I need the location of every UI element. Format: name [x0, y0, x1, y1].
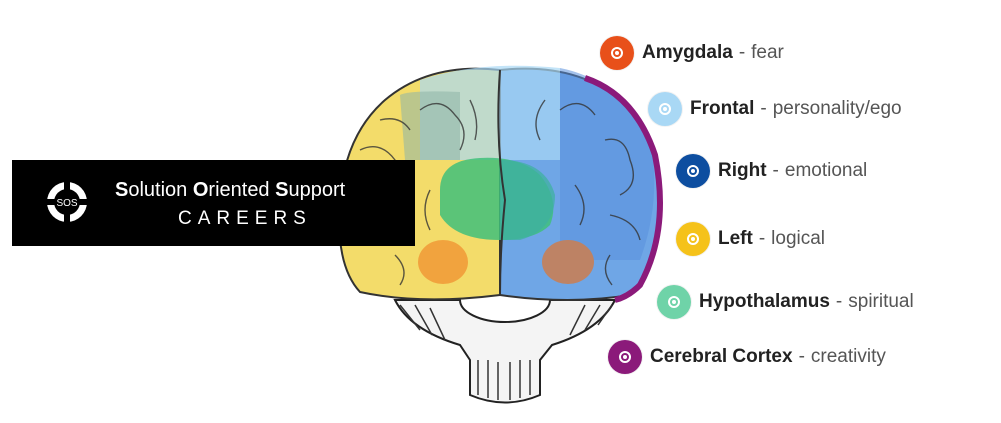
- legend-term: Right: [718, 160, 767, 181]
- legend-desc: fear: [751, 42, 784, 63]
- logo-subtitle: CAREERS: [178, 208, 312, 229]
- target-icon: [657, 285, 691, 319]
- cerebral-cortex-edge: [584, 75, 663, 303]
- amygdala-region-left: [418, 240, 468, 284]
- target-icon: [676, 222, 710, 256]
- legend-desc: logical: [771, 228, 826, 249]
- legend-item-left: Left-logical: [676, 219, 825, 259]
- legend-desc: spiritual: [848, 291, 914, 312]
- target-icon: [676, 154, 710, 188]
- legend-term: Amygdala: [642, 42, 733, 63]
- legend-item-hypothalamus: Hypothalamus-spiritual: [657, 282, 914, 322]
- legend-item-frontal: Frontal-personality/ego: [648, 89, 902, 129]
- legend-item-cerebral-cortex: Cerebral Cortex-creativity: [608, 337, 886, 377]
- legend-term: Cerebral Cortex: [650, 346, 793, 367]
- target-icon: [600, 36, 634, 70]
- logo-title: Solution Oriented Support: [115, 179, 346, 201]
- legend-term: Hypothalamus: [699, 291, 830, 312]
- logo-icon-text: SOS: [56, 198, 77, 209]
- amygdala-region-right: [542, 240, 594, 284]
- lifebuoy-icon: SOS: [46, 181, 88, 223]
- legend-item-amygdala: Amygdala-fear: [600, 33, 784, 73]
- legend-desc: creativity: [810, 346, 886, 367]
- target-icon: [608, 340, 642, 374]
- legend-item-right: Right-emotional: [676, 151, 867, 191]
- legend-desc: emotional: [784, 160, 868, 181]
- legend-term: Frontal: [690, 98, 755, 119]
- sos-logo-banner: SOS Solution Oriented Support CAREERS: [12, 160, 415, 246]
- target-icon: [648, 92, 682, 126]
- legend-desc: personality/ego: [772, 98, 902, 119]
- legend-term: Left: [718, 228, 753, 249]
